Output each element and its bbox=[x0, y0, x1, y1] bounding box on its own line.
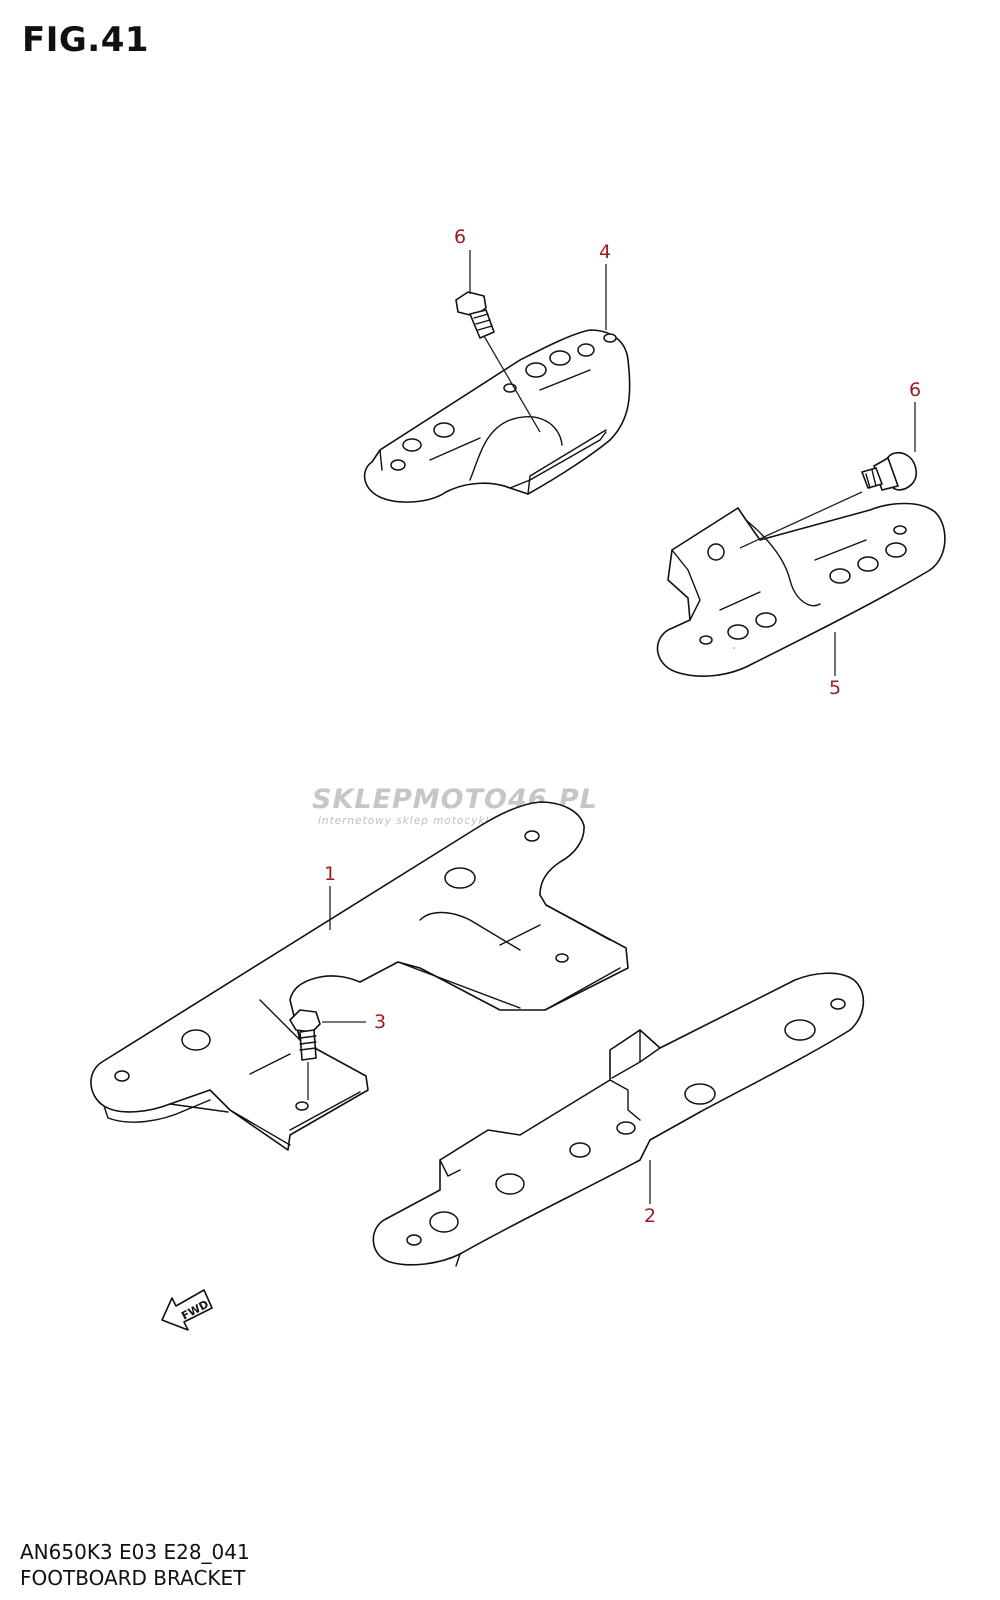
callout-number: 6 bbox=[909, 379, 921, 401]
callout-3: 3 bbox=[322, 1011, 386, 1033]
callout-5: 5 bbox=[829, 632, 841, 699]
callout-4: 4 bbox=[599, 241, 611, 330]
model-code: AN650K3 E03 E28_041 bbox=[20, 1540, 250, 1564]
bolt-6-upper-axis bbox=[483, 335, 541, 433]
callout-number: 4 bbox=[599, 241, 611, 263]
callout-number: 2 bbox=[644, 1205, 656, 1227]
part-4-bracket[interactable] bbox=[363, 329, 631, 503]
callout-2: 2 bbox=[644, 1160, 656, 1227]
fwd-arrow: FWD bbox=[161, 1289, 213, 1331]
part-2-bracket[interactable] bbox=[372, 972, 865, 1267]
callout-number: 5 bbox=[829, 677, 841, 699]
callout-number: 3 bbox=[374, 1011, 386, 1033]
callout-number: 1 bbox=[324, 863, 336, 885]
part-1-bracket[interactable] bbox=[90, 801, 629, 1151]
figure-title: FIG.41 bbox=[22, 20, 150, 60]
bolt-3[interactable] bbox=[289, 1009, 321, 1061]
diagram-name: FOOTBOARD BRACKET bbox=[20, 1566, 246, 1590]
callout-6-upper: 6 bbox=[454, 226, 471, 294]
bolt-6-right[interactable] bbox=[861, 452, 918, 491]
callout-6-right: 6 bbox=[909, 379, 921, 452]
part-5-bracket[interactable] bbox=[656, 502, 946, 677]
callout-number: 6 bbox=[454, 226, 466, 248]
callout-1: 1 bbox=[324, 863, 336, 930]
watermark-tagline: internetowy sklep motocyklowy bbox=[318, 815, 514, 827]
bolt-6-upper[interactable] bbox=[455, 291, 495, 339]
bolt-6-right-axis bbox=[739, 491, 863, 549]
